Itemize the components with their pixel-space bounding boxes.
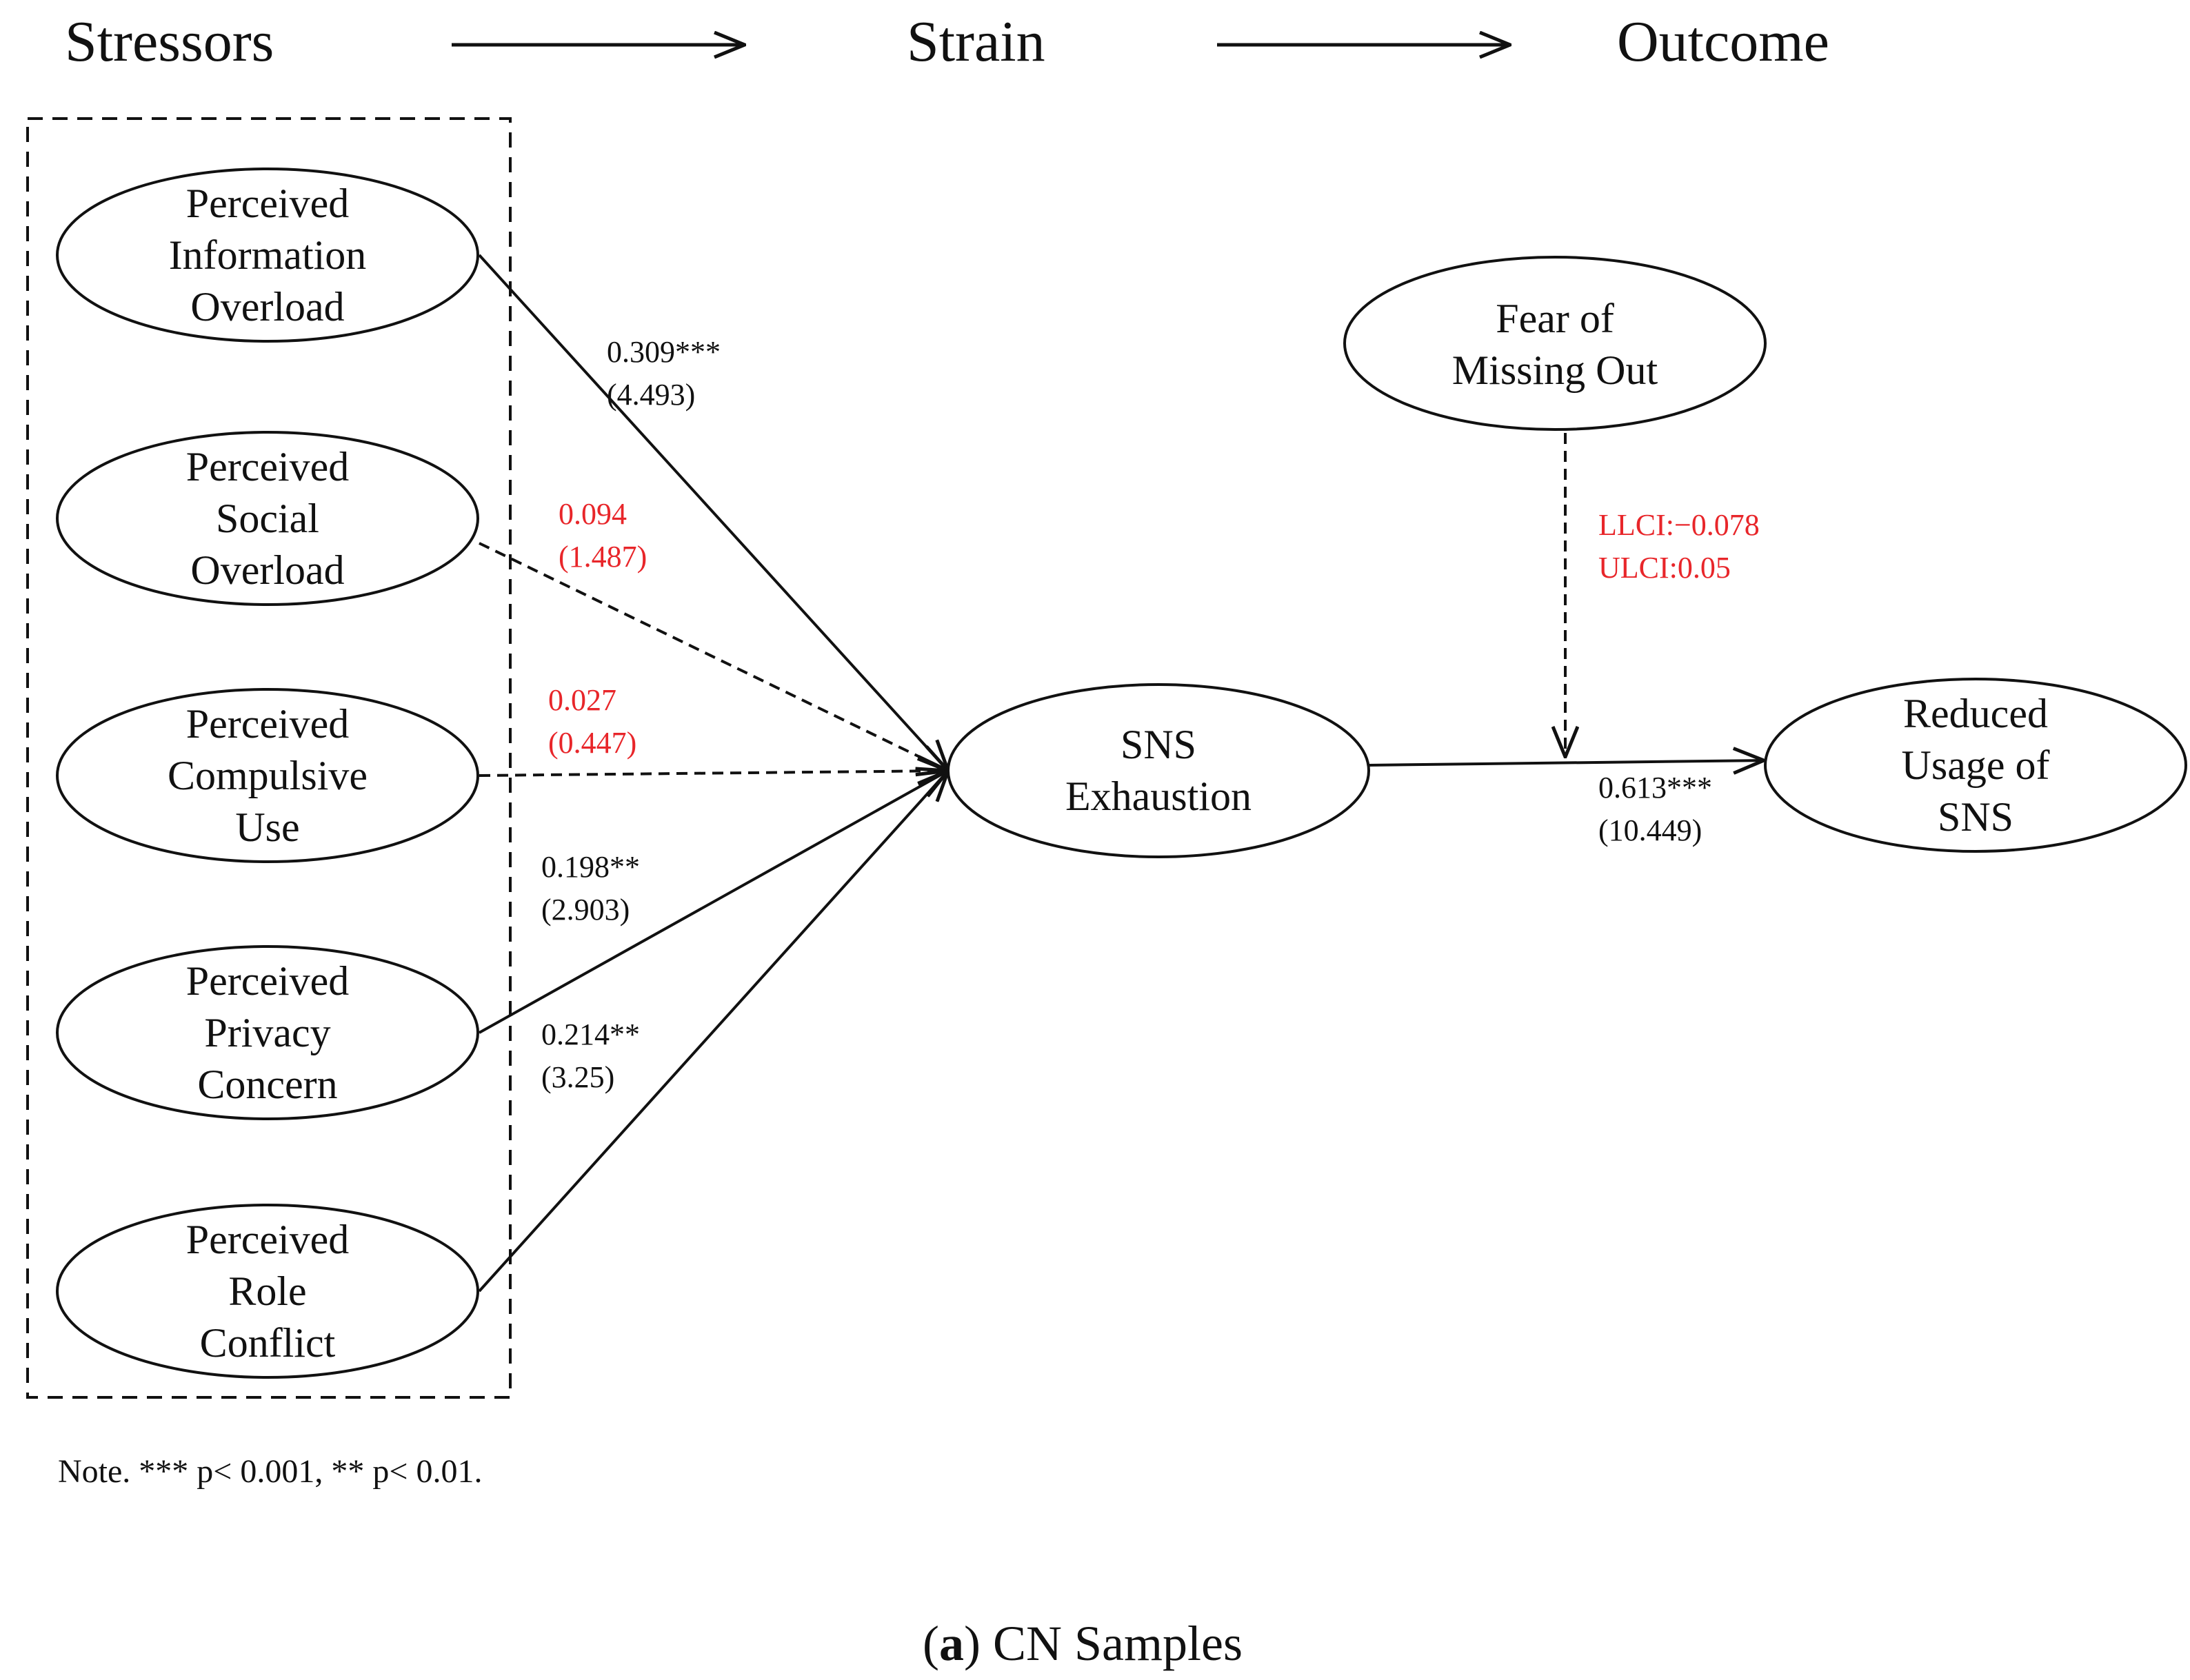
node-label-line: Role [228, 1268, 306, 1314]
path-t-label: (2.903) [541, 893, 630, 927]
node-label-line: Privacy [204, 1010, 330, 1055]
moderation-llci-label: LLCI:−0.078 [1598, 508, 1760, 542]
path-exhaustion-to-usage [1368, 760, 1764, 765]
node-sns-exhaustion: SNS Exhaustion [947, 683, 1370, 858]
path-coef-label: 0.198** [541, 850, 640, 884]
label-path-info-overload: 0.309*** (4.493) [607, 335, 721, 412]
node-perceived-social-overload: Perceived Social Overload [56, 431, 479, 606]
path-coef-label: 0.309*** [607, 335, 721, 369]
node-reduced-usage-of-sns: Reduced Usage of SNS [1764, 678, 2187, 853]
label-path-compulsive-use: 0.027 (0.447) [548, 683, 636, 760]
significance-note: Note. *** p< 0.001, ** p< 0.01. [58, 1453, 482, 1490]
header-stressors: Stressors [65, 10, 274, 74]
node-label-line: Social [216, 496, 319, 541]
node-label-line: Perceived [186, 958, 350, 1004]
path-t-label: (4.493) [607, 378, 695, 412]
node-fear-of-missing-out: Fear of Missing Out [1343, 256, 1767, 431]
path-t-label: (0.447) [548, 726, 636, 760]
caption-text: CN Samples [993, 1616, 1243, 1671]
node-label-line: Perceived [186, 181, 350, 226]
node-label-line: Concern [197, 1062, 337, 1107]
path-social-overload [479, 542, 948, 771]
header-outcome: Outcome [1617, 10, 1829, 74]
node-label-line: Use [235, 804, 299, 850]
node-label-line: Missing Out [1452, 347, 1658, 393]
node-label-line: Compulsive [168, 753, 368, 798]
node-label-line: Usage of [1902, 742, 2050, 788]
path-t-label: (3.25) [541, 1060, 614, 1094]
path-coef-label: 0.094 [559, 497, 627, 531]
label-path-exhaustion-to-usage: 0.613*** (10.449) [1598, 771, 1712, 847]
path-info-overload [478, 254, 948, 771]
path-role-conflict [478, 771, 948, 1293]
label-path-role-conflict: 0.214** (3.25) [541, 1018, 640, 1094]
node-label-line: Perceived [186, 444, 350, 489]
path-t-label: (1.487) [559, 540, 647, 574]
figure-caption: (a) CN Samples [923, 1616, 1243, 1671]
node-label-line: Perceived [186, 1217, 350, 1262]
node-perceived-information-overload: Perceived Information Overload [56, 168, 479, 343]
node-label-line: Conflict [200, 1320, 336, 1366]
node-label-line: SNS [1121, 722, 1196, 767]
node-label-line: Overload [190, 284, 344, 330]
path-coef-label: 0.214** [541, 1018, 640, 1051]
node-perceived-compulsive-use: Perceived Compulsive Use [56, 688, 479, 863]
path-coef-label: 0.613*** [1598, 771, 1712, 804]
node-label-line: Information [169, 232, 367, 278]
label-path-social-overload: 0.094 (1.487) [559, 497, 647, 574]
label-moderation-ci: LLCI:−0.078 ULCI:0.05 [1598, 508, 1760, 585]
node-perceived-privacy-concern: Perceived Privacy Concern [56, 945, 479, 1120]
path-compulsive-use [479, 771, 948, 776]
moderation-ulci-label: ULCI:0.05 [1598, 551, 1731, 585]
node-label-line: Fear of [1496, 296, 1614, 341]
caption-letter: a [939, 1616, 964, 1671]
path-coef-label: 0.027 [548, 683, 616, 717]
node-label-line: Reduced [1903, 691, 2048, 736]
node-label-line: Overload [190, 547, 344, 593]
path-privacy-concern [479, 771, 948, 1034]
node-perceived-role-conflict: Perceived Role Conflict [56, 1204, 479, 1379]
node-label-line: Perceived [186, 701, 350, 747]
stressors-group-box [26, 117, 512, 1399]
header-strain: Strain [907, 10, 1045, 74]
label-path-privacy-concern: 0.198** (2.903) [541, 850, 640, 927]
path-t-label: (10.449) [1598, 813, 1702, 847]
node-label-line: SNS [1938, 794, 2013, 840]
node-label-line: Exhaustion [1065, 773, 1252, 819]
